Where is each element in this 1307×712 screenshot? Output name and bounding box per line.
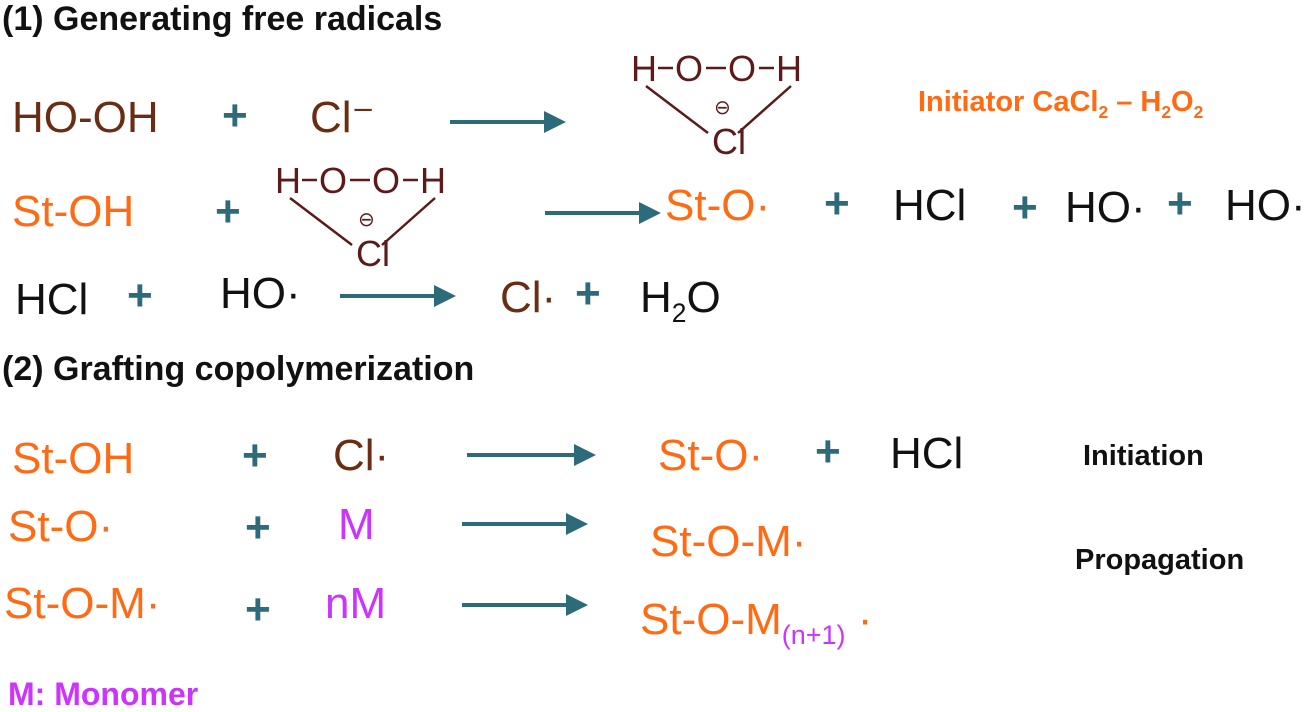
oxygen-atom: O (728, 48, 756, 89)
reaction-arrow (462, 513, 588, 535)
n-monomers: nM (325, 579, 387, 628)
hydrogen-peroxide: HO-OH (12, 93, 159, 142)
plus-sign: + (245, 585, 271, 634)
svg-text:Cl: Cl (356, 233, 390, 270)
reaction-arrow (545, 202, 661, 224)
propagation-label: Propagation (1075, 544, 1245, 576)
section1-title: (1) Generating free radicals (2, 0, 443, 38)
monomer: M (338, 500, 375, 549)
reaction-arrow (467, 444, 596, 466)
plus-sign: + (1012, 183, 1038, 232)
plus-sign: + (222, 91, 248, 140)
chlorine-atom: Cl (712, 121, 746, 158)
hydroxyl-radical: HO· (1225, 181, 1306, 230)
starch-hydroxyl: St-OH (12, 187, 135, 236)
hydrogen-atom: H (776, 48, 802, 89)
hydroxyl-radical: HO· (1065, 183, 1146, 232)
reaction-arrow (462, 594, 588, 616)
hcl: HCl (893, 181, 967, 230)
plus-sign: + (1167, 179, 1193, 228)
grafted-radical: St-O-M· (650, 517, 807, 566)
plus-sign: + (215, 187, 241, 236)
plus-sign: + (245, 503, 271, 552)
starch-radical: St-O· (8, 502, 114, 551)
chlorine-radical: Cl· (500, 273, 557, 322)
water: H2O (640, 273, 721, 328)
plus-sign: + (575, 269, 601, 318)
chlorine-radical: Cl· (333, 431, 390, 480)
hcl: HCl (15, 275, 89, 324)
hcl: HCl (890, 429, 964, 478)
plus-sign: + (824, 179, 850, 228)
initiator-label: Initiator CaCl2 – H2O2 (918, 86, 1204, 122)
reaction-arrow (450, 111, 566, 133)
plus-sign: + (242, 431, 268, 480)
chloride-ion: Cl⁻ (310, 93, 375, 142)
svg-text:O: O (372, 160, 400, 201)
svg-text:O: O (319, 160, 347, 201)
reaction-arrow (340, 285, 456, 307)
grafted-radical: St-O-M· (4, 579, 161, 628)
plus-sign: + (127, 271, 153, 320)
starch-hydroxyl: St-OH (12, 434, 135, 483)
plus-sign: + (815, 427, 841, 476)
negative-charge-icon: ⊖ (714, 95, 731, 119)
complex-bonds: H O O H ⊖ Cl (275, 160, 446, 274)
monomer-legend: M: Monomer (8, 676, 199, 712)
svg-text:H: H (420, 160, 446, 201)
svg-text:H: H (275, 160, 301, 201)
peroxide-chloride-complex: H O O H ⊖ Cl (628, 48, 838, 162)
complex-bonds: H O O H ⊖ Cl (631, 48, 802, 162)
svg-text:⊖: ⊖ (358, 207, 375, 231)
grafted-chain-radical: St-O-M(n+1) · (640, 595, 873, 650)
section2-title: (2) Grafting copolymerization (2, 350, 475, 388)
hydroxyl-radical: HO· (220, 269, 301, 318)
starch-radical: St-O· (658, 431, 764, 480)
hydrogen-atom: H (631, 48, 657, 89)
peroxide-chloride-complex: H O O H ⊖ Cl (272, 160, 482, 274)
initiation-label: Initiation (1083, 440, 1204, 472)
oxygen-atom: O (675, 48, 703, 89)
starch-radical: St-O· (665, 181, 771, 230)
